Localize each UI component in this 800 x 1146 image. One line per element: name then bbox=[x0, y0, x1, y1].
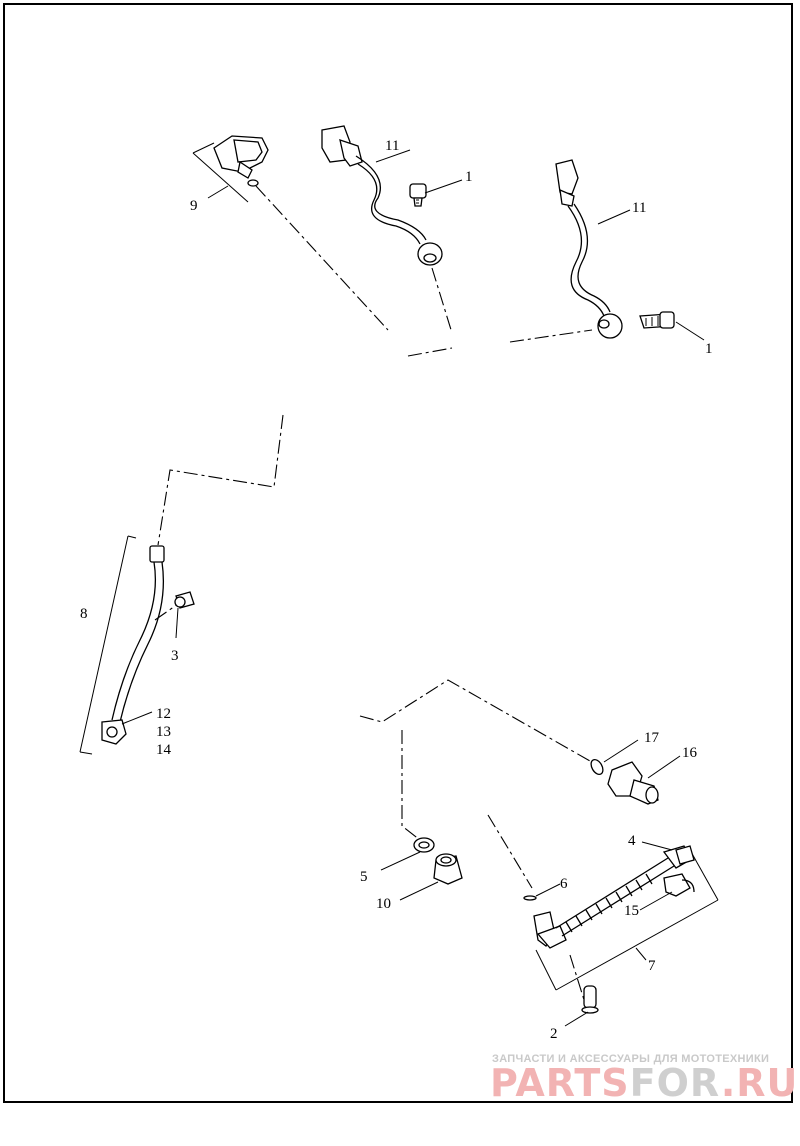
part-1-bolt-b bbox=[639, 311, 675, 329]
callout-14: 14 bbox=[156, 742, 172, 758]
callout-4: 4 bbox=[628, 833, 636, 849]
watermark-tagline: ЗАПЧАСТИ И АКСЕССУАРЫ ДЛЯ МОТОТЕХНИКИ bbox=[492, 1053, 769, 1065]
callout-11-right: 11 bbox=[632, 200, 646, 216]
part-2-pin bbox=[581, 985, 599, 1014]
callout-9: 9 bbox=[190, 198, 198, 214]
watermark-logo-part3: .RU bbox=[721, 1061, 799, 1105]
watermark-logo-part2: FOR bbox=[630, 1061, 721, 1105]
callout-15: 15 bbox=[624, 903, 639, 919]
callout-5: 5 bbox=[360, 869, 368, 885]
callout-1-upper: 1 bbox=[465, 169, 473, 185]
part-8-line bbox=[79, 535, 165, 755]
callout-8: 8 bbox=[80, 606, 88, 622]
routing-lines bbox=[154, 185, 598, 1004]
part-3-fitting bbox=[174, 591, 195, 609]
callout-labels: 1 1 2 3 4 5 6 7 8 9 10 11 11 12 13 14 15… bbox=[80, 138, 713, 1042]
callout-7: 7 bbox=[648, 958, 656, 974]
part-10-grommet bbox=[433, 853, 463, 885]
callout-10: 10 bbox=[376, 896, 391, 912]
part-16-sender bbox=[607, 761, 659, 805]
callout-16: 16 bbox=[682, 745, 698, 761]
callout-11-upper: 11 bbox=[385, 138, 399, 154]
callout-3: 3 bbox=[171, 648, 179, 664]
part-15-clip bbox=[663, 873, 695, 897]
callout-13: 13 bbox=[156, 724, 171, 740]
part-6-o-ring bbox=[523, 895, 537, 901]
callout-12: 12 bbox=[156, 706, 171, 722]
callout-1-right: 1 bbox=[705, 341, 713, 357]
callout-17: 17 bbox=[644, 730, 660, 746]
part-17-o-ring bbox=[590, 758, 604, 776]
watermark-logo: PARTSFOR.RU bbox=[490, 1061, 798, 1105]
diagram-frame bbox=[3, 3, 793, 1103]
part-4-connector bbox=[675, 845, 695, 865]
part-11-knock-sensor-b bbox=[555, 159, 623, 339]
callout-6: 6 bbox=[560, 876, 568, 892]
part-1-bolt-a bbox=[409, 183, 427, 207]
watermark-logo-part1: PARTS bbox=[490, 1061, 630, 1105]
part-9-sensor bbox=[192, 135, 269, 203]
part-11-knock-sensor-a bbox=[321, 125, 443, 266]
watermark: ЗАПЧАСТИ И АКСЕССУАРЫ ДЛЯ МОТОТЕХНИКИ PA… bbox=[490, 1053, 798, 1105]
callout-2: 2 bbox=[550, 1026, 558, 1042]
leader-lines bbox=[121, 149, 705, 1027]
part-5-washer bbox=[413, 837, 435, 853]
